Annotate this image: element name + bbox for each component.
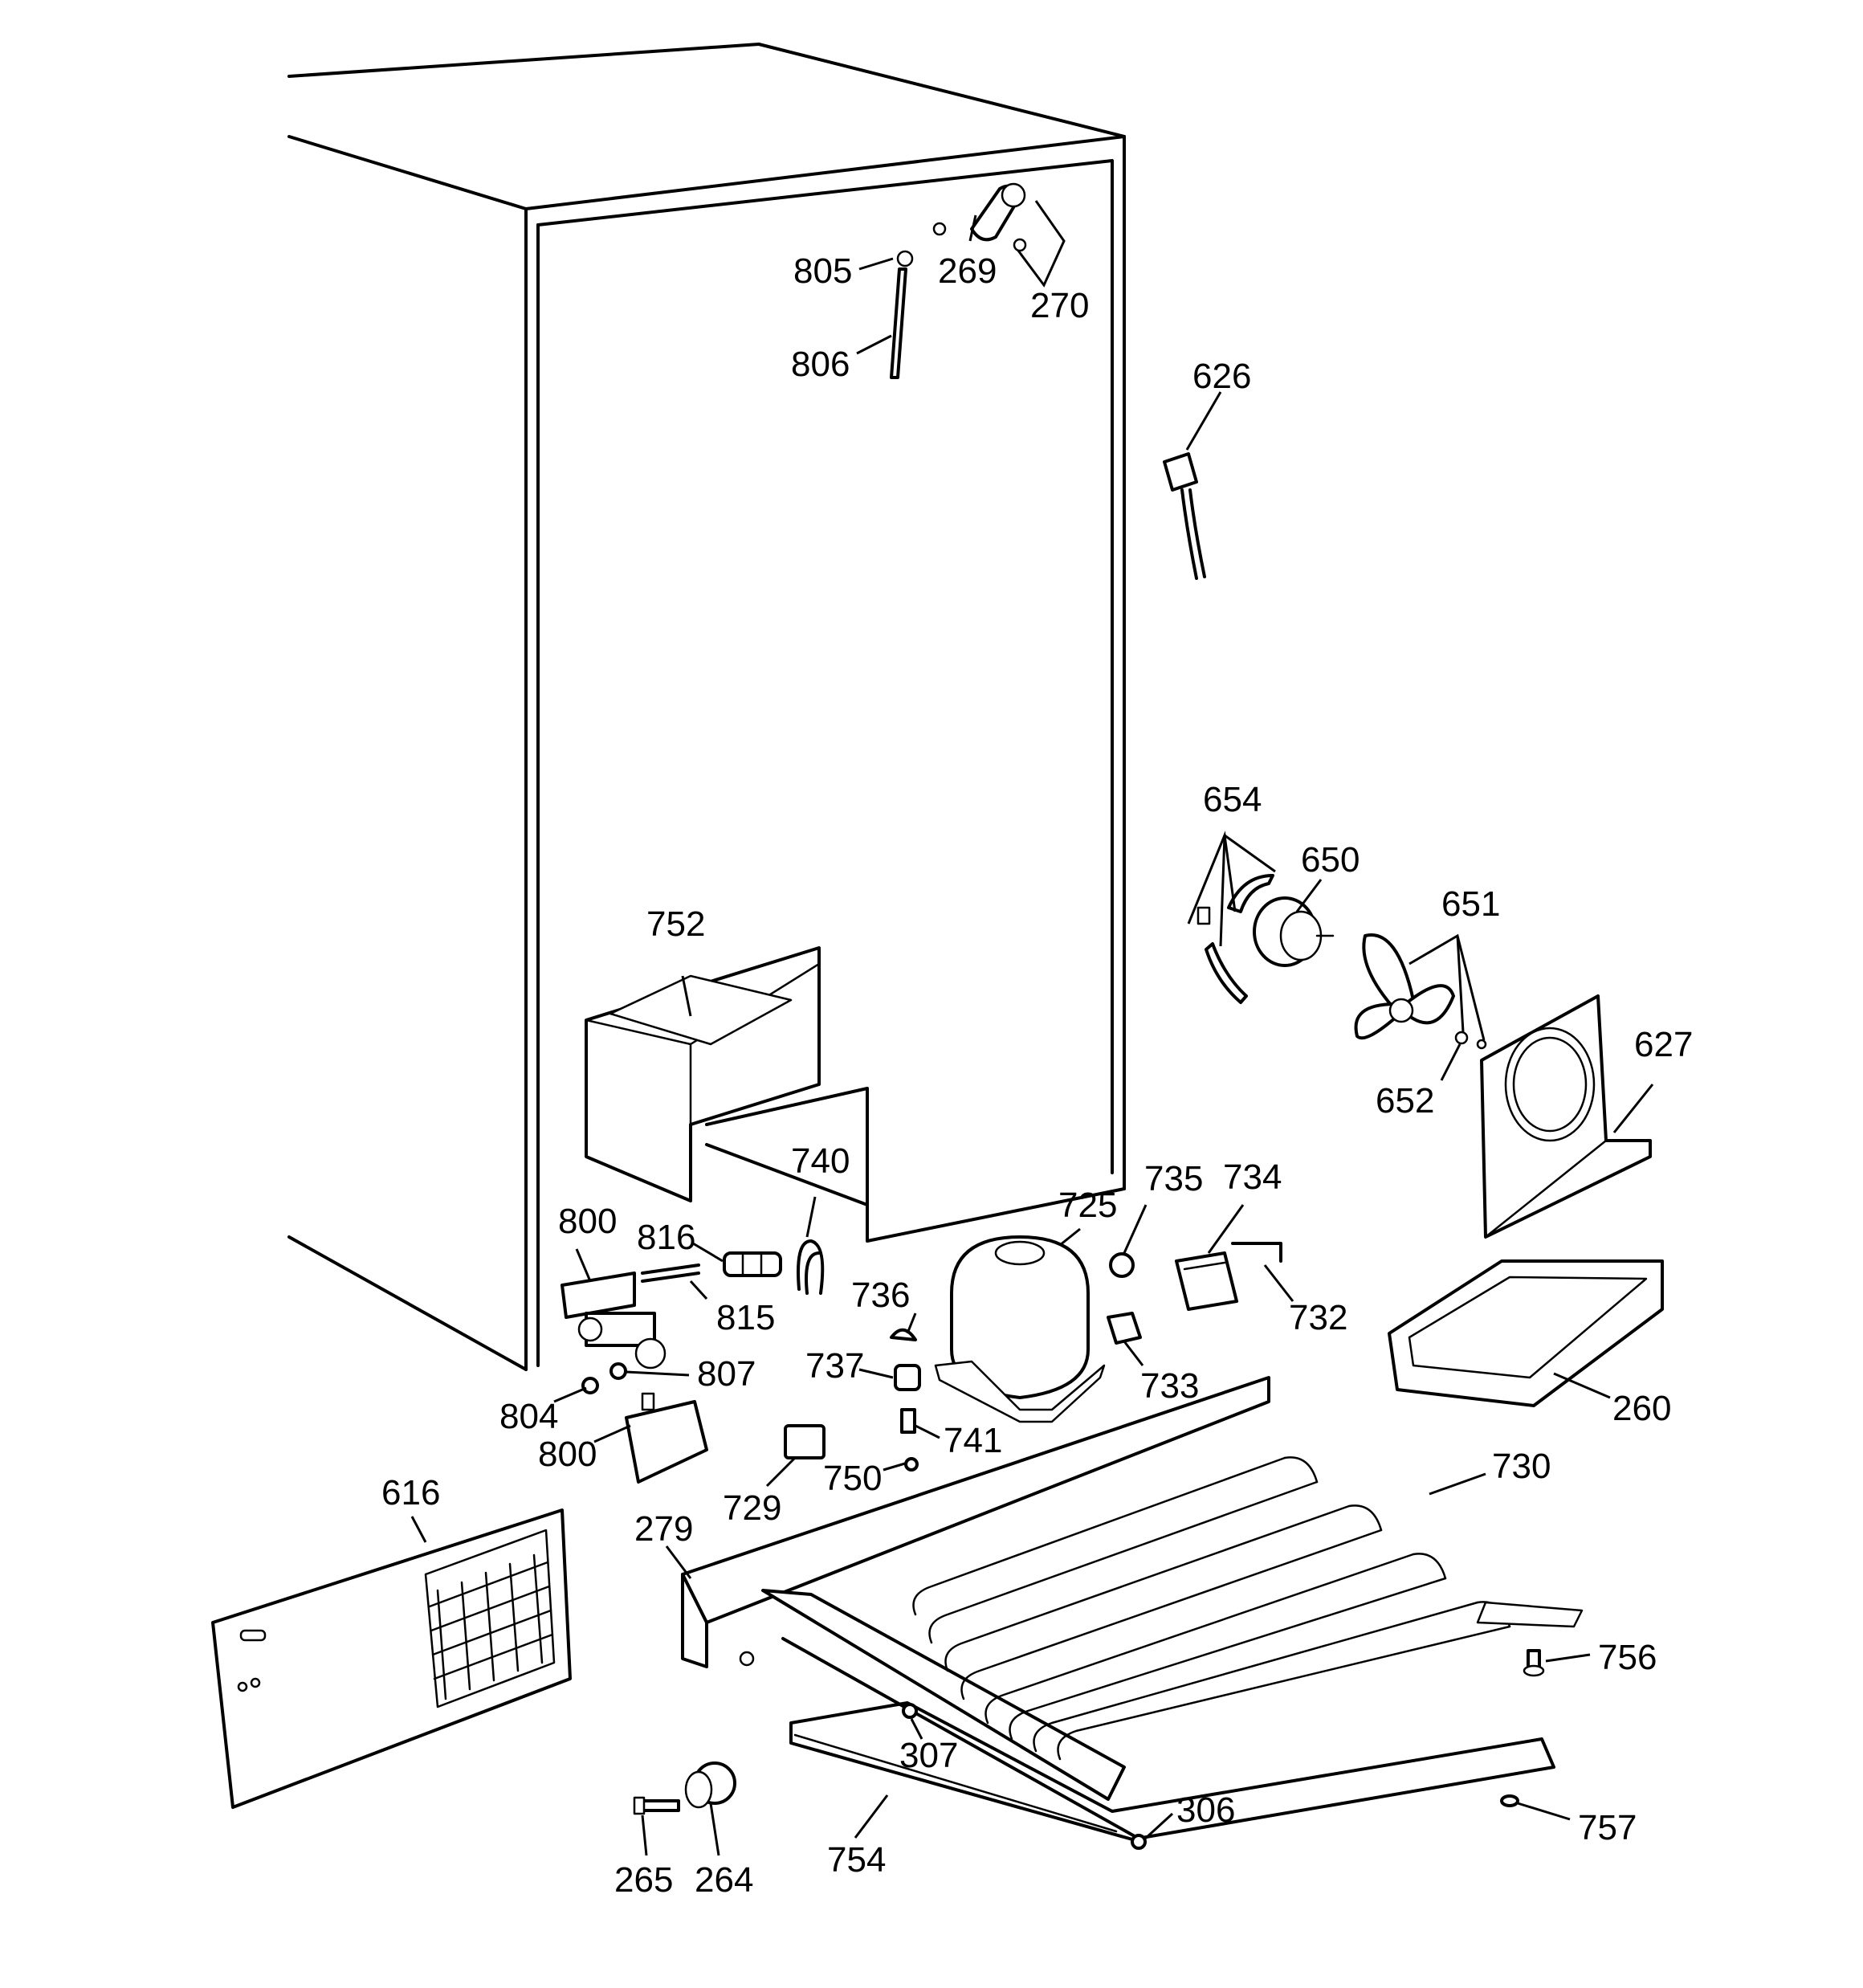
label-815: 815 [716,1298,775,1337]
part-757-screw [1500,1794,1519,1807]
part-729-capacitor [784,1424,826,1459]
part-654-brackets [1196,874,1274,1004]
label-816: 816 [637,1218,695,1257]
label-752: 752 [646,904,705,944]
label-757: 757 [1578,1808,1637,1847]
label-805: 805 [793,251,852,291]
label-306: 306 [1176,1790,1235,1830]
label-737: 737 [805,1346,864,1386]
part-307-306-rod [781,1637,1147,1850]
label-654: 654 [1203,780,1262,819]
part-730-condenser [912,1456,1584,1761]
label-734: 734 [1223,1157,1282,1197]
label-741: 741 [944,1421,1002,1460]
leader-lines [410,200,1654,1856]
part-800-water-valve [561,1272,667,1370]
part-269-fitting [970,182,1027,252]
label-733: 733 [1140,1366,1199,1406]
label-807: 807 [697,1354,756,1394]
label-756: 756 [1598,1638,1657,1677]
label-307: 307 [899,1736,958,1775]
part-752-cover [585,946,821,1202]
label-740: 740 [791,1141,850,1181]
part-806-tube [890,250,914,379]
label-754: 754 [827,1840,886,1880]
part-725-compressor [934,1235,1106,1423]
label-804: 804 [499,1397,558,1436]
part-736-clip [890,1328,917,1341]
part-741-spacer [900,1408,916,1434]
part-734-relay [1175,1251,1238,1311]
label-260: 260 [1612,1389,1671,1428]
label-736: 736 [851,1276,910,1315]
label-616: 616 [381,1473,440,1512]
part-804-nut [581,1377,599,1394]
label-627: 627 [1634,1025,1693,1064]
part-labels: 805 269 270 806 626 654 650 651 627 652 … [381,251,1693,1900]
part-807-nut [609,1362,627,1380]
label-735: 735 [1144,1159,1203,1198]
label-800b: 800 [538,1435,597,1474]
label-730: 730 [1492,1447,1551,1486]
part-735-grommet [1109,1252,1135,1278]
label-650: 650 [1301,840,1360,880]
part-650-motor [1253,896,1335,967]
part-264-roller [684,1761,736,1809]
part-750-screw [904,1457,919,1472]
part-616-access-cover [211,1508,572,1809]
label-265: 265 [614,1860,673,1900]
part-733-overload [1107,1312,1142,1345]
part-756-screw [1523,1649,1545,1677]
part-626-harness [1163,452,1206,580]
label-725: 725 [1058,1186,1117,1225]
part-740-clip [797,1239,825,1295]
part-800-bracket [625,1392,708,1484]
label-651: 651 [1441,884,1500,924]
label-729: 729 [723,1488,781,1528]
label-264: 264 [695,1860,753,1900]
label-800a: 800 [558,1202,617,1241]
label-750: 750 [823,1459,882,1498]
label-279: 279 [634,1509,693,1549]
label-626: 626 [1192,357,1251,396]
part-815-tube [641,1263,700,1283]
label-269: 269 [938,251,997,291]
part-651-fan-blade [1354,933,1487,1050]
part-627-fan-shroud [1480,994,1652,1239]
part-816-fitting [723,1251,782,1277]
part-260-drain-pan [1388,1259,1664,1407]
label-270: 270 [1030,286,1089,325]
label-806: 806 [791,345,850,384]
part-265-bolt [633,1796,680,1815]
part-737-grommet [894,1364,921,1391]
label-732: 732 [1289,1298,1347,1337]
part-732-clip [1231,1242,1282,1263]
part-754-base-plate [789,1701,1555,1841]
label-652: 652 [1376,1081,1434,1121]
cabinet [287,43,1126,1371]
